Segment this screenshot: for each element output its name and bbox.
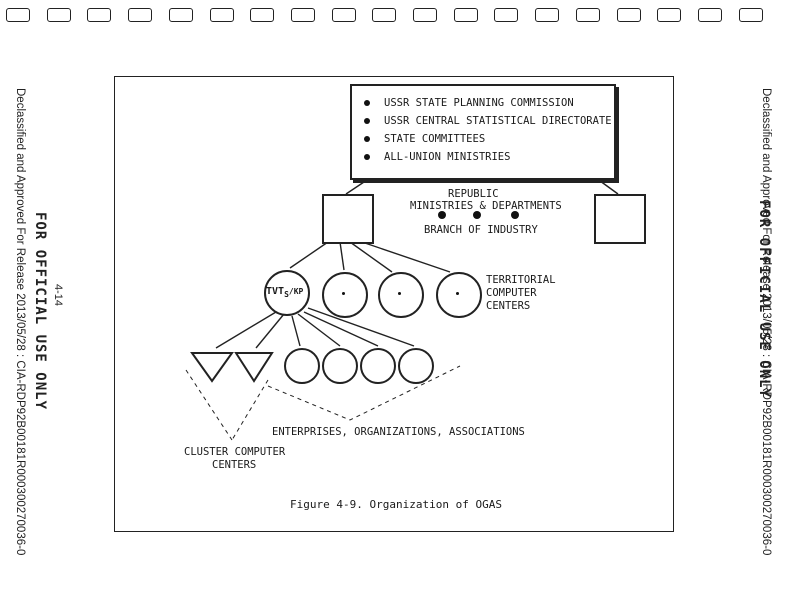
branch-label: BRANCH OF INDUSTRY	[424, 224, 538, 236]
binder-hole	[575, 8, 600, 22]
binder-hole	[657, 8, 682, 22]
cluster-label-line1: CLUSTER COMPUTER	[184, 446, 286, 458]
binder-hole	[168, 8, 193, 22]
top-to-right-square-line	[595, 177, 619, 195]
circle-dot	[456, 292, 459, 295]
cluster-label-line2: CENTERS	[212, 459, 257, 471]
top-authorities-box: USSR STATE PLANNING COMMISSION USSR CENT…	[350, 84, 616, 180]
enterprise-circle-1	[284, 348, 320, 384]
tvt-label: TVTS/KP	[266, 286, 304, 299]
tvt-to-circ4-line	[307, 307, 415, 347]
tvt-to-tri1-line	[215, 311, 277, 349]
republic-ministry-square-right	[594, 194, 646, 244]
top-box-item: USSR CENTRAL STATISTICAL DIRECTORATE	[364, 112, 614, 130]
binder-hole	[331, 8, 356, 22]
enterprise-circle-3	[360, 348, 396, 384]
binder-hole	[46, 8, 71, 22]
figure-frame	[114, 76, 674, 532]
enterprise-brace	[267, 365, 461, 421]
cluster-brace-left	[185, 369, 233, 441]
cluster-triangle-1	[190, 352, 234, 383]
bullet-icon	[364, 154, 370, 160]
enterprise-circle-2	[322, 348, 358, 384]
binder-hole	[535, 8, 560, 22]
cluster-brace-right	[231, 379, 269, 441]
top-box-item: USSR STATE PLANNING COMMISSION	[364, 94, 614, 112]
binder-hole	[6, 8, 30, 22]
territorial-label-line2: COMPUTER	[486, 287, 537, 299]
binder-hole	[616, 8, 641, 22]
territorial-label-line1: TERRITORIAL	[486, 274, 556, 286]
square-to-tvt-line	[289, 241, 329, 269]
binder-hole	[738, 8, 763, 22]
top-to-left-square-line	[345, 177, 371, 195]
binder-hole	[372, 8, 397, 22]
territorial-label-line3: CENTERS	[486, 300, 531, 312]
binder-hole	[697, 8, 722, 22]
binder-hole	[494, 8, 519, 22]
binder-hole	[290, 8, 315, 22]
branch-dot-2	[473, 211, 481, 219]
branch-dot-3	[511, 211, 519, 219]
territorial-center-circle-2	[378, 272, 424, 318]
binder-hole	[209, 8, 234, 22]
republic-ministry-square-left	[322, 194, 374, 244]
branch-dot-1	[438, 211, 446, 219]
binder-holes	[0, 8, 792, 28]
binder-hole	[453, 8, 478, 22]
top-box-item: STATE COMMITTEES	[364, 130, 614, 148]
bullet-icon	[364, 136, 370, 142]
top-box-item: ALL-UNION MINISTRIES	[364, 148, 614, 166]
figure-caption: Figure 4-9. Organization of OGAS	[290, 498, 502, 511]
tvt-center-circle	[264, 270, 310, 316]
binder-hole	[413, 8, 437, 22]
bullet-icon	[364, 100, 370, 106]
bullet-icon	[364, 118, 370, 124]
tvt-to-tri2-line	[255, 313, 285, 349]
territorial-center-circle-3	[436, 272, 482, 318]
cluster-triangle-2	[234, 352, 274, 383]
square-to-tc3-line	[361, 241, 451, 273]
ministries-label: MINISTRIES & DEPARTMENTS	[410, 200, 562, 212]
binder-hole	[87, 8, 112, 22]
circle-dot	[398, 292, 401, 295]
republic-label: REPUBLIC	[448, 188, 499, 200]
tvt-to-circ2-line	[297, 313, 341, 347]
binder-hole	[250, 8, 275, 22]
tvt-to-circ1-line	[291, 315, 301, 347]
enterprises-label: ENTERPRISES, ORGANIZATIONS, ASSOCIATIONS	[272, 426, 525, 438]
territorial-center-circle-1	[322, 272, 368, 318]
enterprise-circle-4	[398, 348, 434, 384]
square-to-tc2-line	[349, 241, 393, 273]
square-to-tc1-line	[339, 241, 345, 271]
tvt-to-circ3-line	[303, 311, 379, 347]
circle-dot	[342, 292, 345, 295]
binder-hole	[128, 8, 153, 22]
